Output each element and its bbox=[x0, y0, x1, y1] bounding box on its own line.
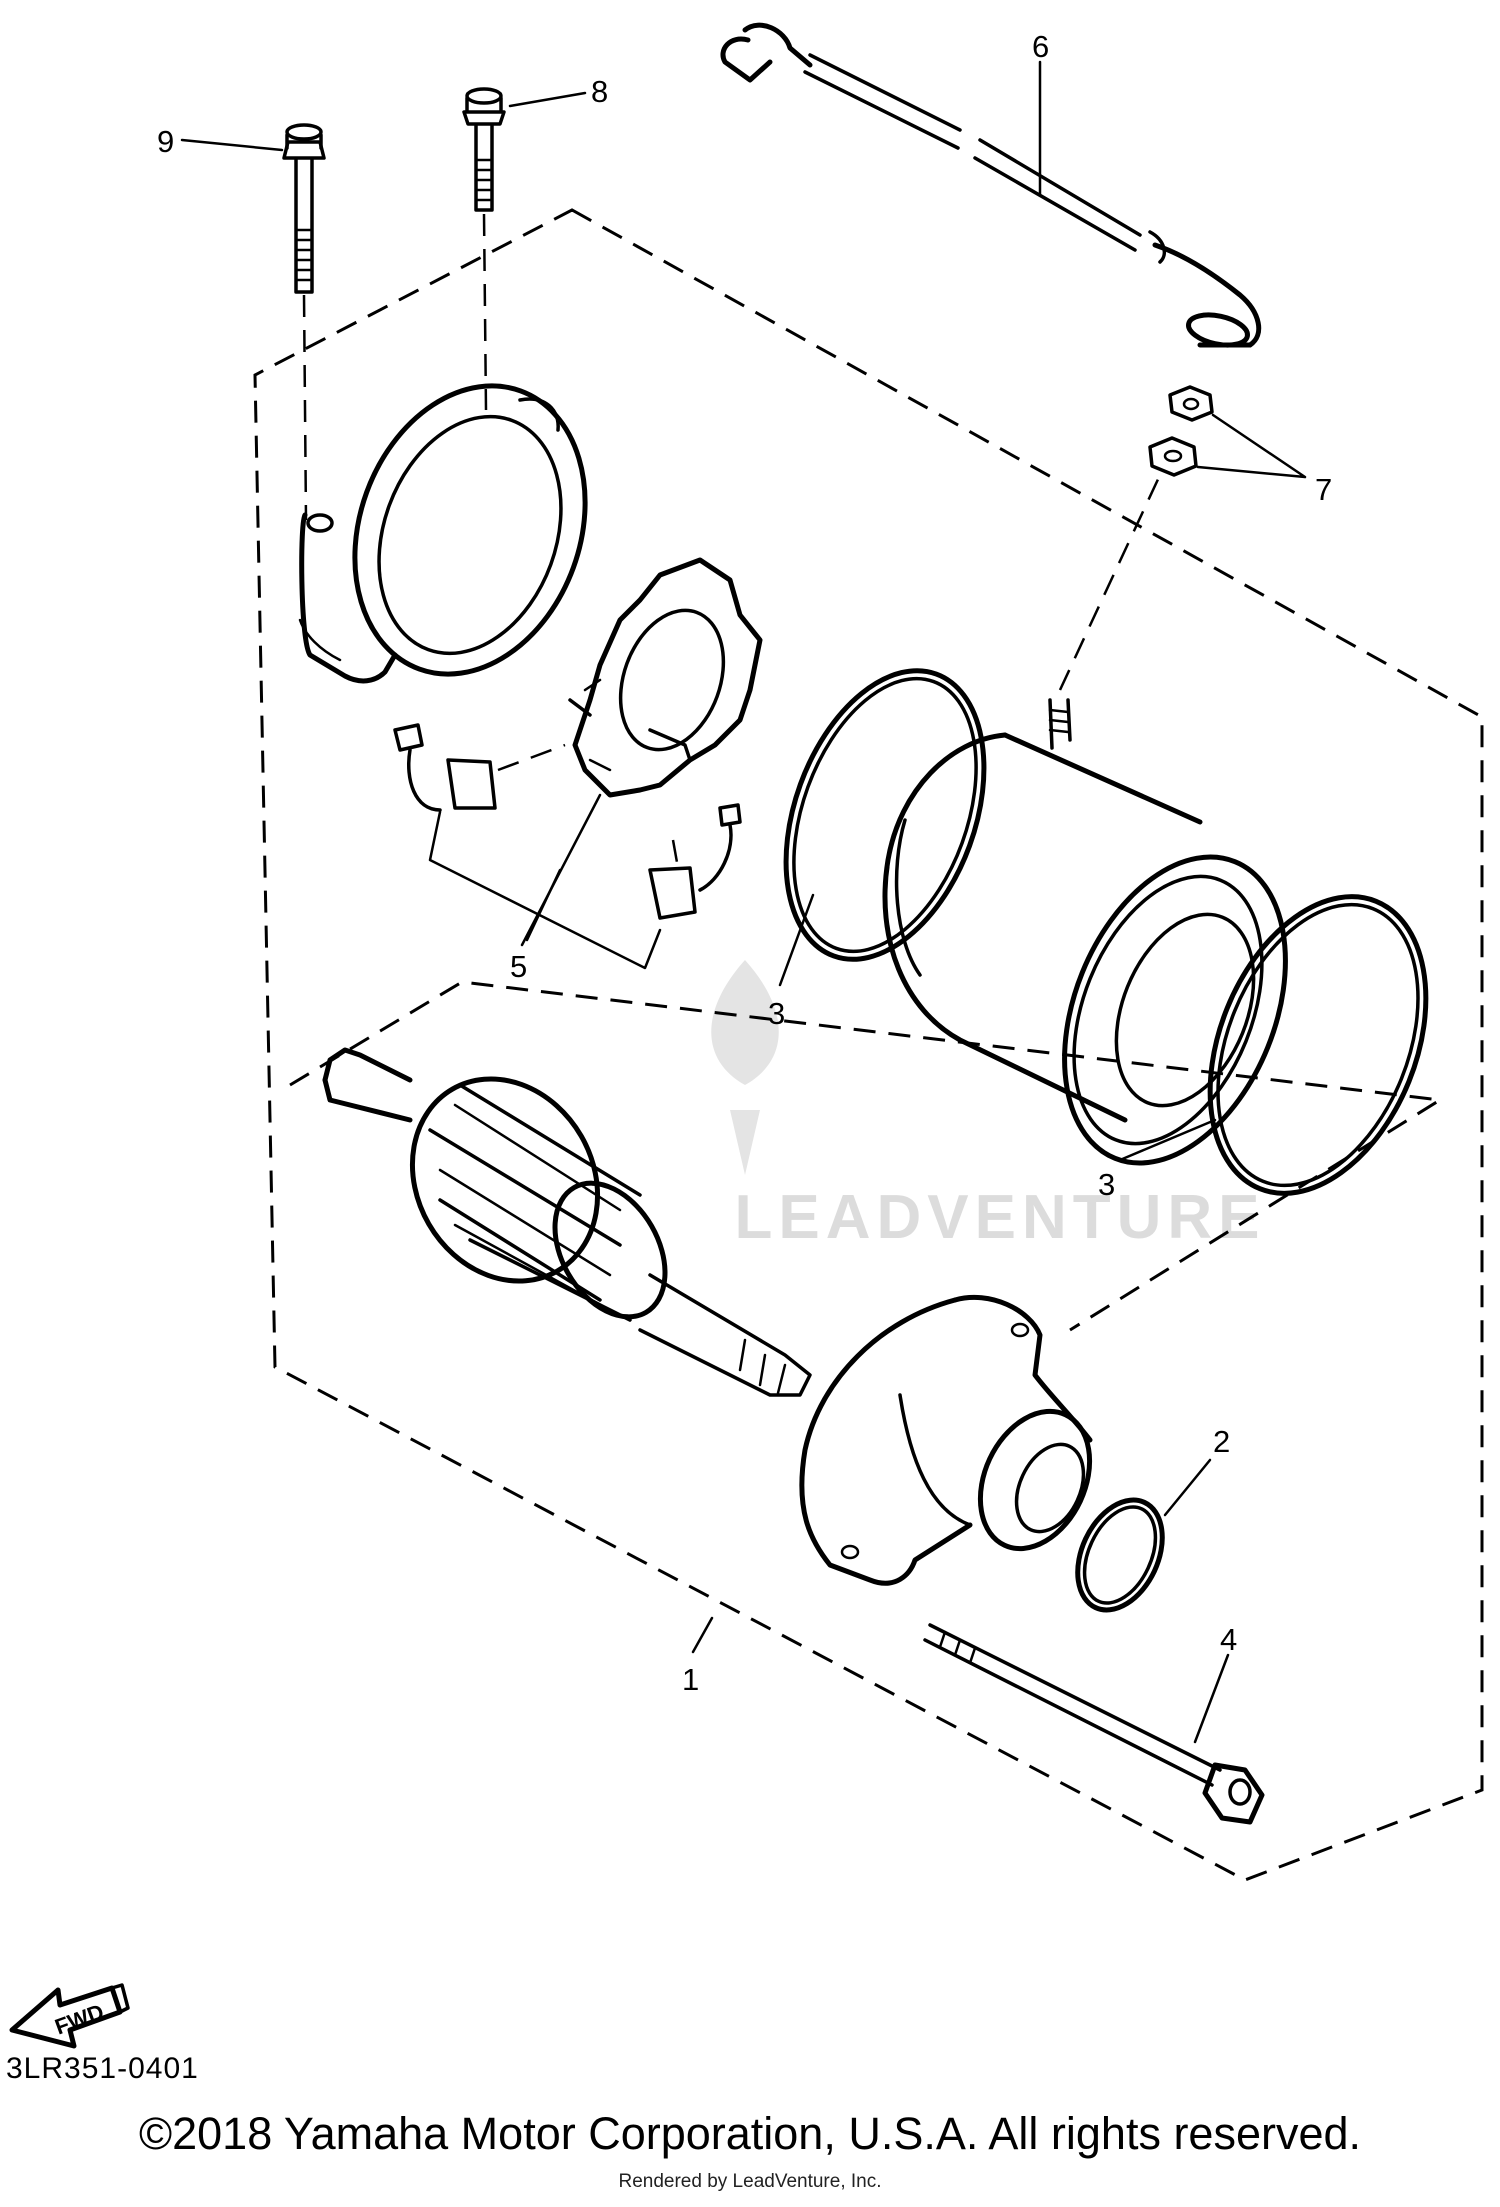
rear-cover bbox=[799, 1294, 1093, 1586]
callouts: 6 8 9 7 5 3 3 2 4 1 bbox=[157, 29, 1332, 1697]
through-bolt bbox=[923, 1623, 1265, 1825]
assembly-outline bbox=[253, 208, 1484, 1882]
leader-3a bbox=[778, 893, 815, 987]
leader-3b bbox=[1118, 1118, 1217, 1162]
callout-3-lower: 3 bbox=[1098, 1167, 1115, 1202]
callout-4: 4 bbox=[1220, 1622, 1237, 1657]
callout-2: 2 bbox=[1213, 1424, 1230, 1459]
watermark: LEADVENTURE bbox=[711, 960, 1265, 1252]
watermark-text: LEADVENTURE bbox=[734, 1183, 1265, 1252]
callout-3-upper: 3 bbox=[768, 996, 785, 1031]
leader-1 bbox=[691, 1616, 714, 1654]
front-cover bbox=[298, 383, 588, 684]
brush-right bbox=[648, 803, 742, 920]
fwd-arrow-icon: FWD bbox=[9, 1983, 130, 2049]
leader-4 bbox=[1193, 1653, 1230, 1744]
brush-holder-plate bbox=[568, 557, 763, 798]
watermark-flame-icon bbox=[711, 960, 779, 1175]
callout-6: 6 bbox=[1032, 29, 1049, 64]
lead-wire bbox=[720, 22, 1262, 348]
armature bbox=[322, 1047, 812, 1397]
callout-8: 8 bbox=[591, 74, 608, 109]
brush-left bbox=[393, 723, 566, 812]
leader-8 bbox=[508, 91, 587, 108]
brush-bracket-lines bbox=[428, 793, 662, 970]
copyright-notice: ©2018 Yamaha Motor Corporation, U.S.A. A… bbox=[138, 2108, 1362, 2159]
o-ring-upper bbox=[783, 668, 987, 962]
rendered-by-notice: Rendered by LeadVenture, Inc. bbox=[618, 2171, 882, 2192]
nut-lower bbox=[1148, 436, 1198, 477]
yoke-housing bbox=[882, 474, 1288, 1166]
diagram-code: 3LR351-0401 bbox=[6, 2052, 199, 2085]
callout-1: 1 bbox=[682, 1662, 699, 1697]
bolt-long bbox=[282, 123, 326, 521]
callout-7: 7 bbox=[1315, 472, 1332, 507]
callout-5: 5 bbox=[510, 949, 527, 984]
o-ring-small bbox=[1075, 1497, 1165, 1613]
leader-2 bbox=[1163, 1458, 1212, 1517]
callout-9: 9 bbox=[157, 124, 174, 159]
nut-upper bbox=[1168, 385, 1214, 422]
leader-9 bbox=[180, 138, 284, 152]
leader-lines bbox=[180, 60, 1307, 1744]
bolt-short bbox=[462, 87, 506, 411]
leader-7 bbox=[1196, 413, 1307, 479]
o-ring-lower bbox=[1207, 894, 1429, 1196]
leader-5 bbox=[525, 868, 562, 942]
